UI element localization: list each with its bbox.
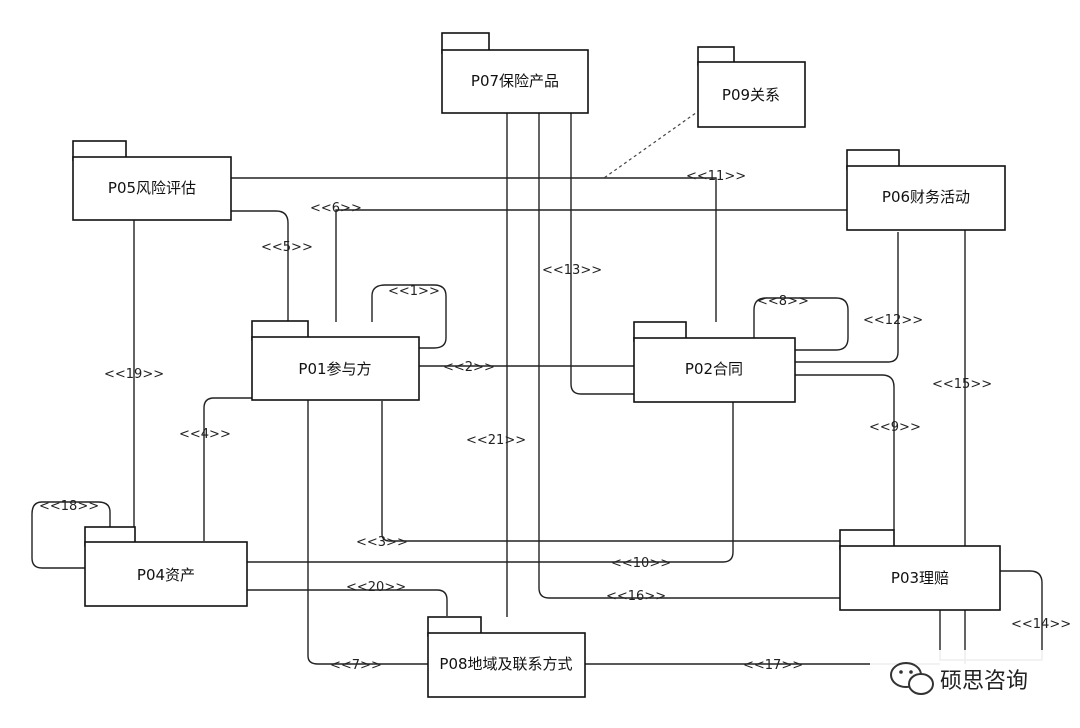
- edges: [31, 109, 1043, 665]
- package-label: P02合同: [685, 360, 743, 378]
- relation-label-16: <<16>>: [606, 589, 666, 604]
- edge-8: [753, 297, 849, 351]
- edge-18: [31, 501, 111, 569]
- edge-11: [231, 177, 717, 322]
- edge-10: [247, 402, 734, 563]
- edge-5: [231, 210, 289, 321]
- relation-label-6: <<6>>: [310, 201, 362, 216]
- edge-labels: <<1>> <<2>> <<3>> <<4>> <<5>> <<6>> <<7>…: [39, 169, 1071, 673]
- relation-label-9: <<9>>: [869, 420, 921, 435]
- relation-label-19: <<19>>: [104, 367, 164, 382]
- relation-label-3: <<3>>: [356, 535, 408, 550]
- relation-label-12: <<12>>: [863, 313, 923, 328]
- edge-9: [795, 374, 895, 530]
- edge-14: [939, 570, 1043, 661]
- package-label: P08地域及联系方式: [439, 655, 572, 673]
- package-p02[interactable]: P02合同: [633, 321, 796, 403]
- package-label: P09关系: [722, 86, 780, 104]
- package-p08[interactable]: P08地域及联系方式: [427, 616, 586, 698]
- edge-6: [335, 209, 847, 322]
- edge-16: [538, 113, 840, 599]
- package-label: P07保险产品: [471, 72, 559, 90]
- package-label: P04资产: [137, 566, 195, 584]
- edge-4: [203, 397, 252, 541]
- wechat-icon: [890, 662, 934, 695]
- edge-7: [307, 400, 428, 665]
- relation-label-10: <<10>>: [611, 556, 671, 571]
- edge-dashed-p09: [603, 109, 701, 179]
- edge-12: [795, 232, 899, 363]
- relation-label-7: <<7>>: [330, 658, 382, 673]
- relation-label-21: <<21>>: [466, 433, 526, 448]
- relation-label-11: <<11>>: [686, 169, 746, 184]
- relation-label-1: <<1>>: [388, 284, 440, 299]
- relation-label-4: <<4>>: [179, 427, 231, 442]
- package-label: P01参与方: [298, 360, 371, 378]
- watermark-text: 硕思咨询: [940, 669, 1028, 694]
- package-p09[interactable]: P09关系: [697, 46, 806, 128]
- relation-label-13: <<13>>: [542, 263, 602, 278]
- package-label: P06财务活动: [882, 188, 970, 206]
- package-p01[interactable]: P01参与方: [251, 320, 420, 401]
- relation-label-17: <<17>>: [743, 658, 803, 673]
- edge-1: [371, 284, 447, 349]
- package-label: P05风险评估: [108, 179, 196, 197]
- relation-label-8: <<8>>: [757, 294, 809, 309]
- relation-label-5: <<5>>: [261, 240, 313, 255]
- edge-20: [247, 589, 448, 616]
- edge-3: [381, 401, 840, 542]
- package-p07[interactable]: P07保险产品: [441, 32, 589, 114]
- relation-label-14: <<14>>: [1011, 617, 1071, 632]
- relation-label-18: <<18>>: [39, 499, 99, 514]
- package-p05[interactable]: P05风险评估: [72, 140, 232, 221]
- watermark: 硕思咨询: [870, 650, 1075, 700]
- edge-13: [570, 113, 634, 395]
- package-label: P03理赔: [891, 569, 949, 587]
- package-p04[interactable]: P04资产: [84, 526, 248, 607]
- relation-label-20: <<20>>: [346, 580, 406, 595]
- package-p03[interactable]: P03理赔: [839, 529, 1001, 611]
- relation-label-15: <<15>>: [932, 377, 992, 392]
- relation-label-2: <<2>>: [443, 360, 495, 375]
- package-p06[interactable]: P06财务活动: [846, 149, 1006, 231]
